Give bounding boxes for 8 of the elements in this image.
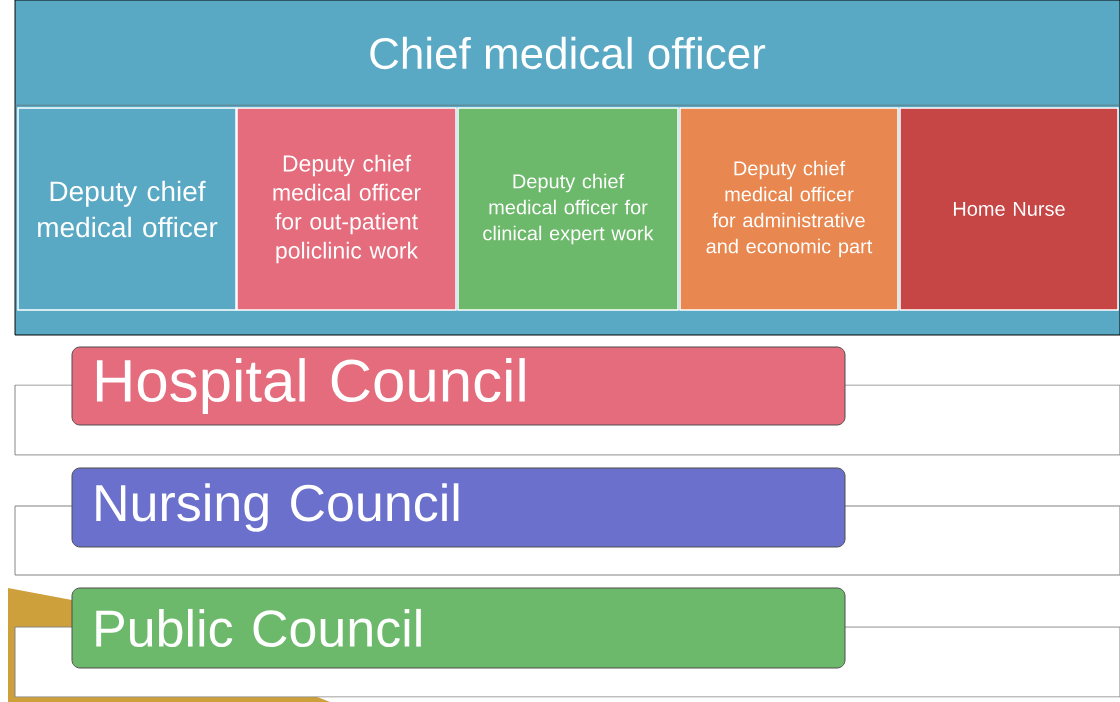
role-box: Deputy chief medical officer for out-patient policlinic work bbox=[236, 107, 457, 311]
council-bar: Public Council bbox=[71, 587, 846, 669]
role-box: Deputy chief medical officer for clinical expert work bbox=[457, 107, 679, 311]
council-bar: Hospital Council bbox=[71, 346, 846, 426]
council-bar: Nursing Council bbox=[71, 467, 846, 548]
role-box: Deputy chief medical officer bbox=[17, 107, 237, 311]
role-box: Deputy chief medical officer for administrative and economic part bbox=[679, 107, 899, 311]
role-box: Home Nurse bbox=[899, 107, 1119, 311]
